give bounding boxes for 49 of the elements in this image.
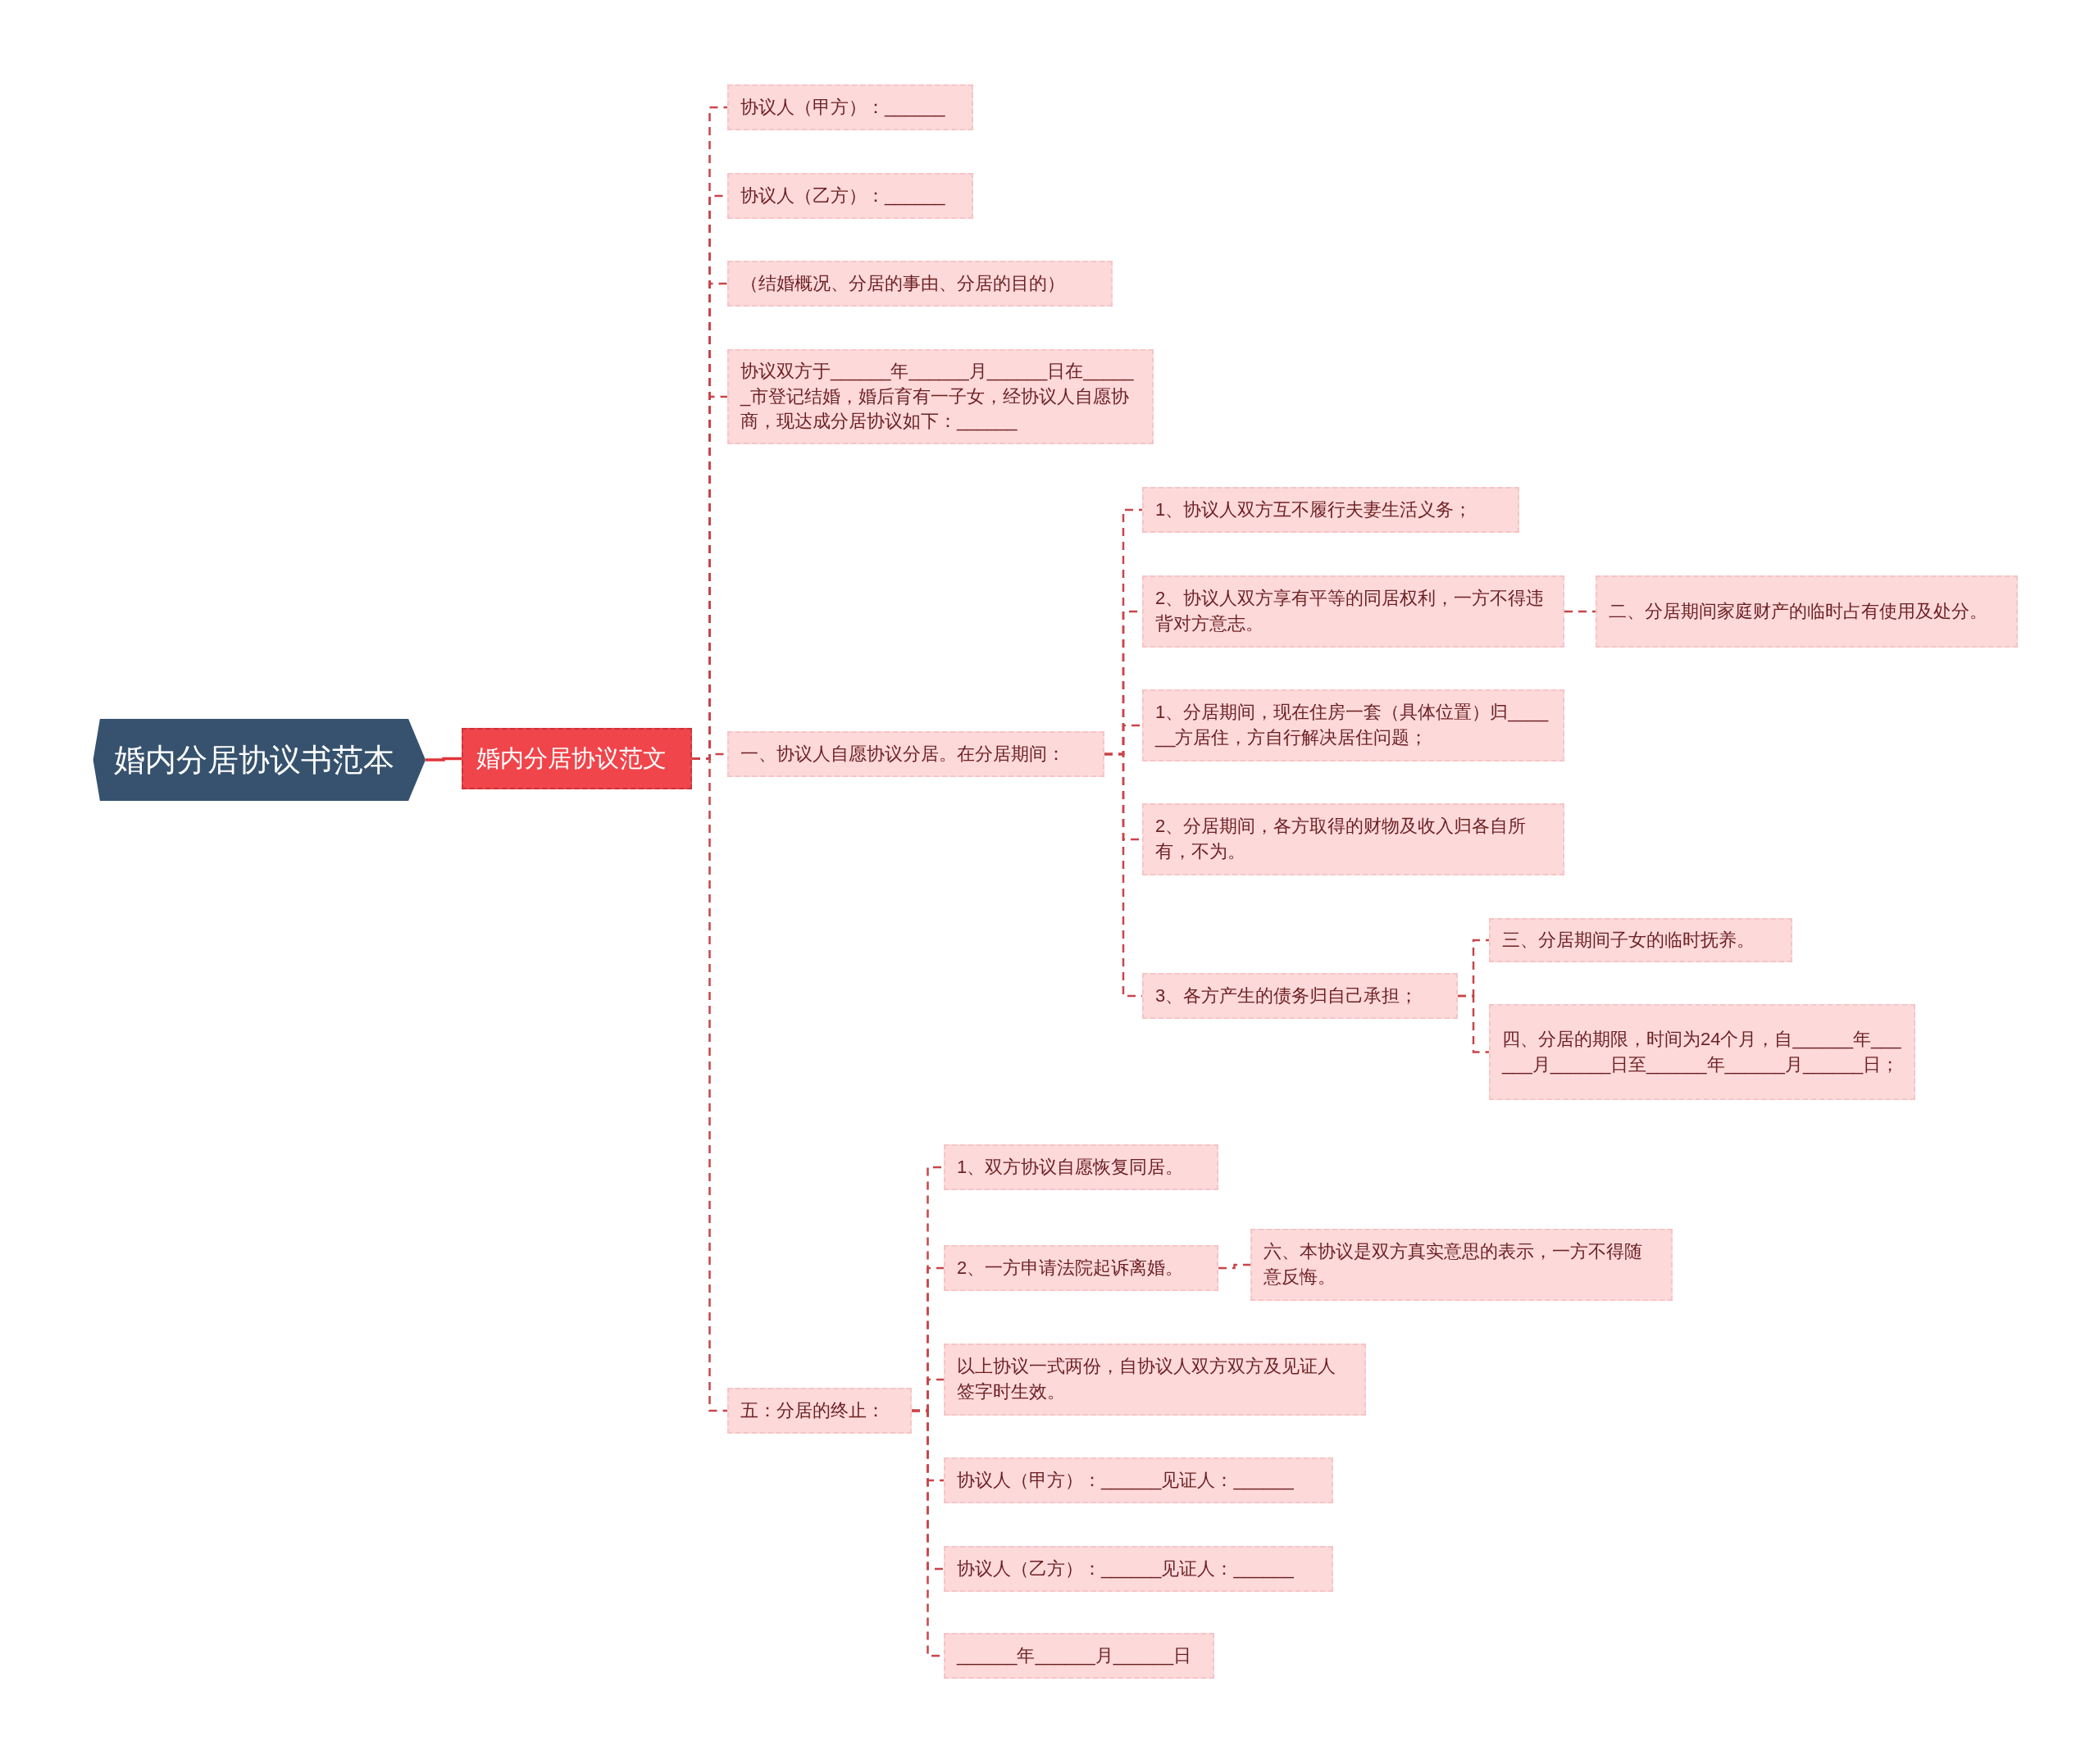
topic-box [727,84,973,130]
topic-text: 1、分居期间，现在住房一套（具体位置）归______方居住，方自行解决居住问题； [1155,701,1550,749]
topic-text: 以上协议一式两份，自协议人双方双方及见证人签字时生效。 [957,1355,1336,1403]
topic-text: 协议人（乙方）：______ [740,184,946,207]
connector-line [1564,610,1596,613]
topic-text: 2、分居期间，各方取得的财物及收入归各自所有，不为。 [1155,815,1528,863]
topic-box [727,173,973,219]
topic-box [944,1633,1214,1679]
topic-text: 2、协议人双方享有平等的同居权利，一方不得违背对方意志。 [1155,587,1546,635]
topic-text: 1、协议人双方互不履行夫妻生活义务； [1155,498,1473,521]
topic-text: 一、协议人自愿协议分居。在分居期间： [740,742,1066,766]
topic-text: 协议人（甲方）：______见证人：______ [957,1468,1295,1492]
topic-text: 五：分居的终止： [740,1398,886,1422]
topic-box [1596,575,2018,648]
topic-box [1142,575,1564,648]
topic-box [1489,1004,1915,1100]
topic-text: 婚内分居协议范文 [476,743,667,773]
topic-text: 三、分居期间子女的临时抚养。 [1502,928,1755,952]
topic-box [1489,918,1792,962]
topic-box [1142,973,1458,1019]
topic-box [944,1457,1333,1503]
topic-text: 协议双方于______年______月______日在______市登记结婚，婚后育有一子女，经协议人自愿协商，现达成分居协议如下：______ [740,359,1135,434]
main-topic-box [462,728,692,789]
topic-box [944,1343,1366,1416]
connector-line [426,757,462,762]
topic-text: 四、分居的期限，时间为24个月，自______年______月______日至______年______月______日； [1502,1027,1902,1076]
topic-text: 二、分居期间家庭财产的临时占有使用及处分。 [1609,599,1988,623]
topic-box [727,1388,912,1434]
connector-line [1218,1263,1250,1270]
topic-box [1250,1229,1673,1301]
topic-box [1142,487,1519,533]
topic-text: 3、各方产生的债务归自己承担； [1155,984,1419,1007]
topic-text: ______年______月______日 [957,1644,1193,1667]
topic-text: 2、一方申请法院起诉离婚。 [957,1256,1185,1280]
topic-box [944,1546,1333,1592]
topic-box [727,349,1154,444]
topic-text: 协议人（乙方）：______见证人：______ [957,1557,1295,1580]
topic-text: 六、本协议是双方真实意思的表示，一方不得随意反悔。 [1263,1240,1643,1289]
connector-line [1458,994,1489,1053]
topic-text: 1、双方协议自愿恢复同居。 [957,1155,1185,1179]
topic-box [727,731,1104,777]
topic-box [944,1245,1218,1291]
topic-box [1142,803,1564,875]
topic-box [944,1144,1218,1190]
topic-box [1142,689,1564,762]
topic-text: （结婚概况、分居的事由、分居的目的） [740,271,1066,295]
topic-text: 协议人（甲方）：______ [740,95,946,119]
topic-text: 婚内分居协议书范本 [114,741,394,779]
topic-box [727,261,1113,307]
